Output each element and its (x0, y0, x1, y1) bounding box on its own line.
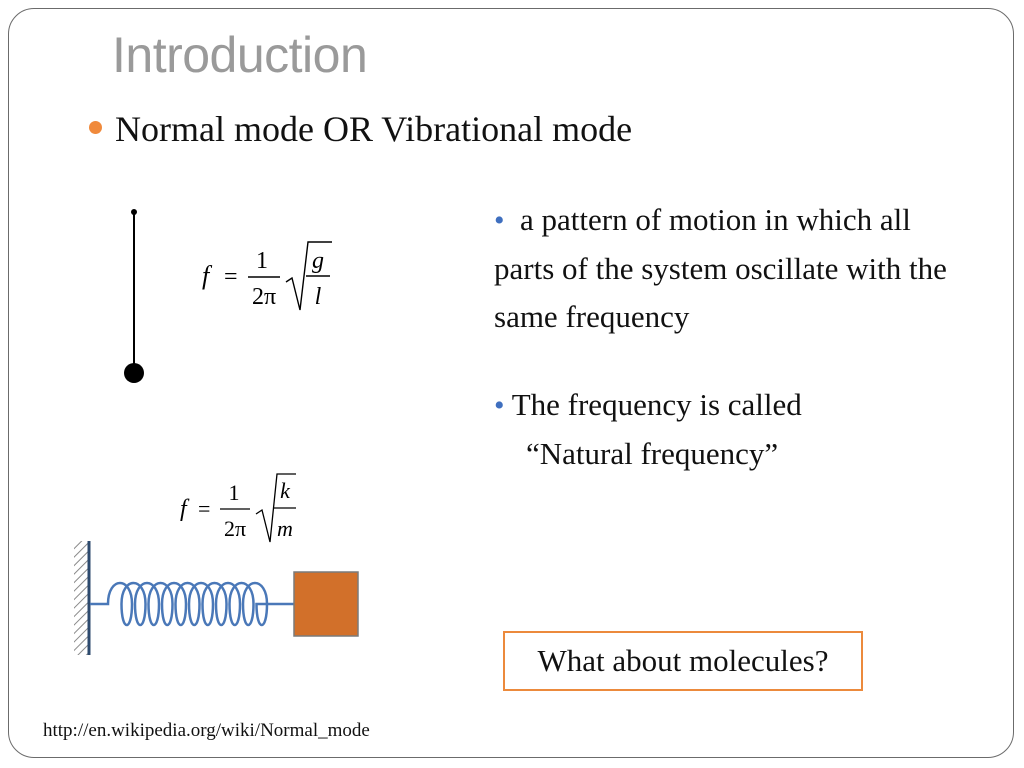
spring-mass-illustration (74, 541, 359, 655)
point-2-text: The frequency is called (511, 387, 802, 422)
formula-numerator: 1 (229, 480, 240, 505)
slide-frame (8, 8, 1014, 758)
callout-text: What about molecules? (537, 643, 829, 678)
point-1: • a pattern of motion in which all parts… (494, 196, 964, 341)
formula-equals: = (198, 496, 210, 521)
spring (90, 582, 294, 626)
description-block: • a pattern of motion in which all parts… (494, 196, 964, 478)
blue-bullet-icon: • (494, 389, 505, 422)
wall-hatching (74, 541, 88, 655)
formula-lhs: f (202, 261, 213, 290)
formula-denominator: 2π (252, 284, 276, 310)
formula-denominator: 2π (224, 516, 246, 541)
pendulum-formula: f = 1 2π g l (200, 238, 340, 316)
source-link[interactable]: http://en.wikipedia.org/wiki/Normal_mode (43, 720, 370, 741)
formula-radicand-top: k (280, 478, 291, 503)
formula-radicand-top: g (312, 248, 324, 274)
spring-formula: f = 1 2π k m (178, 470, 308, 548)
pendulum-bob (124, 363, 144, 383)
main-bullet: Normal mode OR Vibrational mode (89, 108, 632, 150)
point-2-continuation: “Natural frequency” (526, 436, 779, 471)
callout-box: What about molecules? (503, 631, 863, 691)
formula-equals: = (224, 264, 238, 290)
orange-bullet-icon (89, 120, 102, 134)
formula-radicand-bottom: m (277, 516, 293, 541)
formula-lhs: f (180, 496, 190, 522)
formula-numerator: 1 (256, 248, 268, 274)
point-1-text: a pattern of motion in which all parts o… (494, 202, 947, 334)
slide-title: Introduction (112, 27, 368, 83)
mass-block (293, 571, 359, 637)
pendulum-illustration (124, 209, 144, 383)
point-2: • The frequency is called “Natural frequ… (494, 381, 964, 478)
blue-bullet-icon: • (494, 204, 505, 237)
formula-radicand-bottom: l (315, 284, 322, 310)
main-bullet-text: Normal mode OR Vibrational mode (115, 109, 633, 149)
